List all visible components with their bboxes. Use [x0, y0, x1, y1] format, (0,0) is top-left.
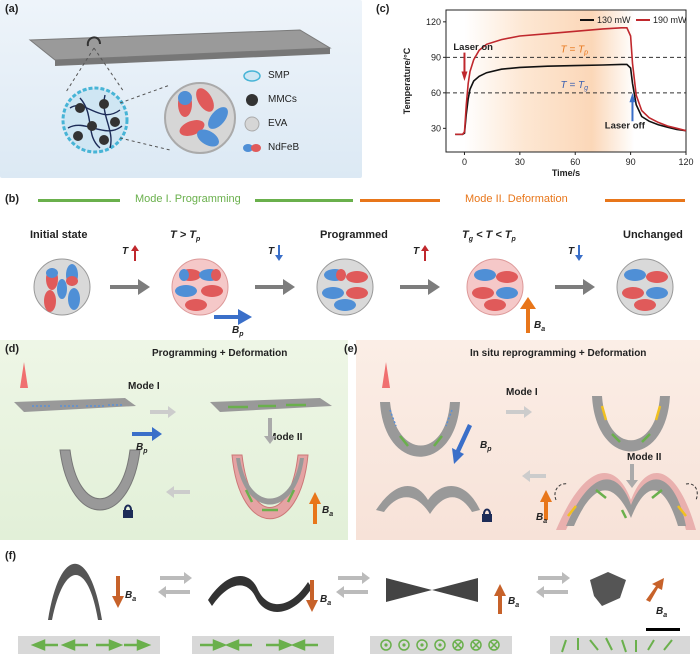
d-bp-b: B [136, 442, 144, 453]
state-hot-sub: p [195, 236, 201, 244]
panel-a-label: (a) [5, 3, 19, 15]
panel-e-bp: Bp [480, 440, 492, 453]
laser-off-label: Laser off [605, 120, 646, 131]
state-mid-t: T [462, 229, 469, 241]
panel-e-mode1: Mode I [506, 387, 538, 398]
panel-f-ba1: Ba [125, 590, 136, 603]
panel-d-ba: Ba [322, 505, 333, 518]
laser-on-arrowhead [461, 71, 468, 81]
panel-b-illustration [33, 245, 674, 333]
state-mid: Tg < T < Tp [462, 229, 516, 243]
series-line-0 [455, 63, 687, 136]
panel-d-bp: Bp [136, 442, 148, 455]
f1-b: B [125, 590, 133, 601]
d-bp-sub: p [143, 448, 148, 455]
plot-frame [445, 9, 687, 153]
panel-e-illustration [376, 362, 698, 530]
y-axis-label: Temperature/°C [402, 47, 412, 114]
mode1-line-left [38, 199, 120, 202]
mode2-line-left [360, 199, 440, 202]
reference-label-1: T = Tg [560, 80, 588, 92]
x-axis-label: Time/s [552, 168, 580, 178]
legend-ndfeb: NdFeB [268, 142, 300, 153]
arrow-label-bp: Bp [232, 325, 244, 338]
y-tick-label-90: 90 [431, 52, 441, 62]
f2-sub: a [327, 600, 332, 607]
d-ba-sub: a [329, 511, 334, 518]
state-programmed: Programmed [320, 229, 388, 241]
x-tick-label-120: 120 [678, 157, 693, 167]
f4-sub: a [663, 612, 668, 619]
mode1-header: Mode I. Programming [135, 193, 241, 205]
panel-e-ba: Ba [536, 512, 547, 525]
f3-b: B [508, 596, 516, 607]
panel-d-mode1: Mode I [128, 381, 160, 392]
legend-label-1: 190 mW [653, 15, 687, 25]
e-bp-b: B [480, 440, 488, 451]
panel-f-ba4: Ba [656, 606, 667, 619]
f2-b: B [320, 594, 328, 605]
x-tick-label-0: 0 [462, 157, 467, 167]
state-mid-sub1: g [468, 236, 474, 244]
panel-f-illustration [18, 563, 690, 654]
mode2-line-right [605, 199, 685, 202]
state-hot-text: T > T [170, 229, 196, 241]
panel-f-ba2: Ba [320, 594, 331, 607]
state-initial: Initial state [30, 229, 88, 241]
panel-e-mode2: Mode II [627, 452, 662, 463]
panel-f-ba3: Ba [508, 596, 519, 609]
reference-label-0: T = Tp [560, 44, 588, 56]
state-mid-sub2: p [511, 236, 516, 244]
legend-mmcs: MMCs [268, 94, 297, 105]
panel-a-illustration [28, 29, 332, 154]
arrow-label-ba: Ba [534, 320, 545, 333]
arrow-label-t4: T [568, 246, 575, 257]
e-ba-sub: a [543, 518, 548, 525]
x-tick-label-90: 90 [626, 157, 636, 167]
mode1-line-right [255, 199, 353, 202]
arrow-label-t1: T [122, 246, 129, 257]
laser-off-arrowhead [629, 92, 636, 103]
x-tick-label-60: 60 [570, 157, 580, 167]
ba-sub: a [541, 326, 546, 333]
state-mid-text: < T < T [473, 229, 512, 241]
mode2-header: Mode II. Deformation [465, 193, 568, 205]
panel-d-illustration [14, 362, 332, 524]
legend-eva: EVA [268, 118, 288, 129]
y-tick-label-60: 60 [431, 88, 441, 98]
arrow-label-t3: T [413, 246, 420, 257]
panel-d-title: Programming + Deformation [152, 348, 288, 359]
legend-smp: SMP [268, 70, 290, 81]
bp-sub: p [239, 331, 244, 338]
e-ba-b: B [536, 512, 544, 523]
ba-b: B [534, 320, 542, 331]
panel-e-title: In situ reprogramming + Deformation [470, 348, 647, 359]
laser-on-label: Laser on [453, 42, 493, 53]
arrow-label-t2: T [268, 246, 275, 257]
bp-b: B [232, 325, 240, 336]
panel-c-label: (c) [376, 3, 390, 15]
y-tick-label-30: 30 [431, 123, 441, 133]
legend-label-0: 130 mW [597, 15, 631, 25]
f3-sub: a [515, 602, 520, 609]
state-unchanged: Unchanged [623, 229, 683, 241]
x-tick-label-30: 30 [515, 157, 525, 167]
panel-d-label: (d) [5, 343, 20, 355]
panel-e-label: (e) [344, 343, 358, 355]
panel-b-label: (b) [5, 193, 20, 205]
panel-f-label: (f) [5, 550, 16, 562]
series-line-1 [455, 27, 687, 136]
y-tick-label-120: 120 [426, 17, 441, 27]
f4-b: B [656, 606, 664, 617]
d-ba-b: B [322, 505, 330, 516]
e-bp-sub: p [487, 446, 492, 453]
f1-sub: a [132, 596, 137, 603]
state-hot: T > Tp [170, 229, 200, 243]
panel-d-mode2: Mode II [268, 432, 303, 443]
